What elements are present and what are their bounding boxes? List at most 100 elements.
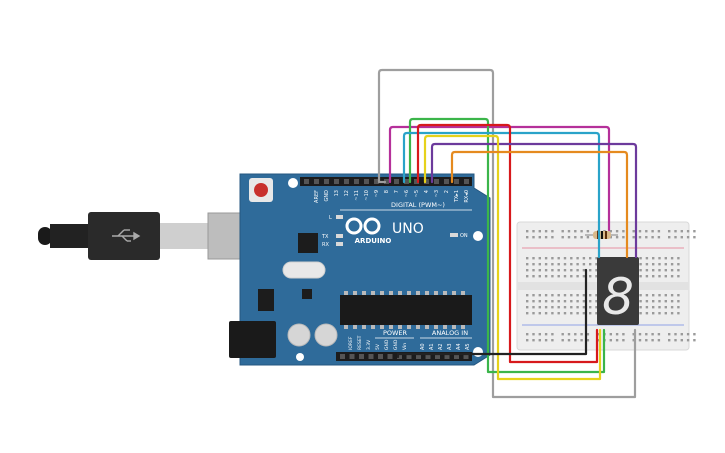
wire-magenta[interactable] (388, 125, 611, 232)
digital-pin-hole[interactable] (354, 179, 359, 184)
wire-gray[interactable] (377, 68, 637, 399)
breadboard-hole (551, 230, 554, 233)
bottom-pin-hole[interactable] (406, 354, 412, 359)
arduino-infinity-icon (345, 217, 381, 235)
bottom-pin-hole[interactable] (425, 354, 431, 359)
wire-green[interactable] (408, 117, 606, 374)
digital-pin-hole[interactable] (304, 179, 309, 184)
digital-pin-hole[interactable] (414, 179, 419, 184)
chip-pin (407, 291, 411, 295)
breadboard-hole (609, 339, 612, 342)
digital-pin-hole[interactable] (424, 179, 429, 184)
digital-pin-hole[interactable] (454, 179, 459, 184)
digital-pin-hole[interactable] (444, 179, 449, 184)
chip-pin (461, 325, 465, 329)
reset-button[interactable] (254, 183, 268, 197)
breadboard-hole (544, 269, 548, 272)
breadboard-hole (580, 230, 583, 233)
breadboard-hole (668, 333, 671, 336)
led-tx (336, 234, 343, 238)
breadboard-hole (622, 236, 625, 239)
breadboard-hole (538, 306, 541, 309)
breadboard-hole (670, 300, 674, 303)
bottom-pin-hole[interactable] (435, 354, 440, 359)
breadboard-hole (551, 333, 554, 336)
bottom-pin-hole[interactable] (397, 354, 402, 359)
digital-pin-hole[interactable] (364, 179, 369, 184)
resistor-band (601, 231, 603, 239)
breadboard-hole (544, 263, 548, 266)
breadboard-hole (674, 236, 677, 239)
digital-pin-hole[interactable] (384, 179, 389, 184)
chip-pin (389, 291, 393, 295)
wire-cyan[interactable] (402, 131, 601, 259)
bottom-pin-hole[interactable] (454, 354, 459, 359)
wire-red[interactable] (416, 123, 599, 364)
breadboard-hole (680, 236, 683, 239)
breadboard-hole (645, 263, 649, 266)
arduino-brand-text: ARDUINO (355, 237, 392, 245)
breadboard-hole (589, 269, 592, 272)
digital-pin-hole[interactable] (434, 179, 439, 184)
breadboard-hole (651, 236, 654, 239)
bottom-pin-hole[interactable] (340, 354, 345, 359)
power-pin-label: IOREF (348, 336, 354, 350)
wire-yellow[interactable] (423, 134, 602, 381)
bottom-pin-hole[interactable] (368, 354, 374, 359)
breadboard-hole (544, 294, 548, 297)
breadboard-hole (658, 294, 661, 297)
digital-pin-label: GND (324, 190, 330, 202)
breadboard-hole (532, 275, 535, 278)
breadboard-hole (589, 263, 592, 266)
breadboard-hole (652, 269, 655, 272)
breadboard-hole (532, 236, 535, 239)
breadboard-hole (557, 257, 560, 260)
chip-pin (353, 291, 357, 295)
breadboard-hole (582, 294, 586, 297)
breadboard-hole (677, 294, 680, 297)
breadboard-hole (563, 312, 567, 315)
breadboard-hole (677, 312, 680, 315)
digital-pin-hole[interactable] (394, 179, 399, 184)
chip-pin (362, 291, 366, 295)
digital-pin-hole[interactable] (334, 179, 339, 184)
bottom-pin-hole[interactable] (444, 354, 450, 359)
breadboard-hole (658, 263, 661, 266)
usb-cable[interactable] (38, 212, 245, 260)
bottom-pin-hole[interactable] (359, 354, 364, 359)
breadboard-hole (632, 333, 635, 336)
breadboard-hole (693, 339, 696, 342)
digital-pin-hole[interactable] (374, 179, 379, 184)
digital-pin-hole[interactable] (324, 179, 329, 184)
digital-pin-label: ~6 (404, 190, 410, 197)
breadboard-hole (582, 257, 586, 260)
breadboard-hole (651, 230, 654, 233)
digital-pin-label: RX◂0 (464, 190, 470, 203)
wire-black[interactable] (396, 268, 588, 359)
breadboard-hole (532, 312, 535, 315)
digital-pin-hole[interactable] (464, 179, 469, 184)
bottom-pin-hole[interactable] (463, 354, 469, 359)
digital-pin-hole[interactable] (344, 179, 349, 184)
breadboard-hole (526, 257, 529, 260)
bottom-pin-hole[interactable] (378, 354, 383, 359)
digital-pin-hole[interactable] (314, 179, 319, 184)
breadboard-hole (586, 236, 590, 239)
breadboard-hole (544, 333, 548, 336)
breadboard-hole (664, 300, 667, 303)
breadboard-hole (570, 306, 573, 309)
atmega-chip (340, 295, 472, 325)
wire-orange[interactable] (450, 150, 629, 259)
breadboard-hole (582, 312, 586, 315)
seven-segment-display[interactable]: 8 (597, 257, 639, 326)
breadboard-hole (551, 300, 554, 303)
bottom-pin-hole[interactable] (349, 354, 355, 359)
breadboard-hole (638, 333, 642, 336)
bottom-pin-hole[interactable] (387, 354, 393, 359)
wire-purple[interactable] (430, 142, 638, 259)
bottom-pin-hole[interactable] (416, 354, 421, 359)
mounting-hole (296, 353, 304, 361)
digital-pin-hole[interactable] (404, 179, 409, 184)
